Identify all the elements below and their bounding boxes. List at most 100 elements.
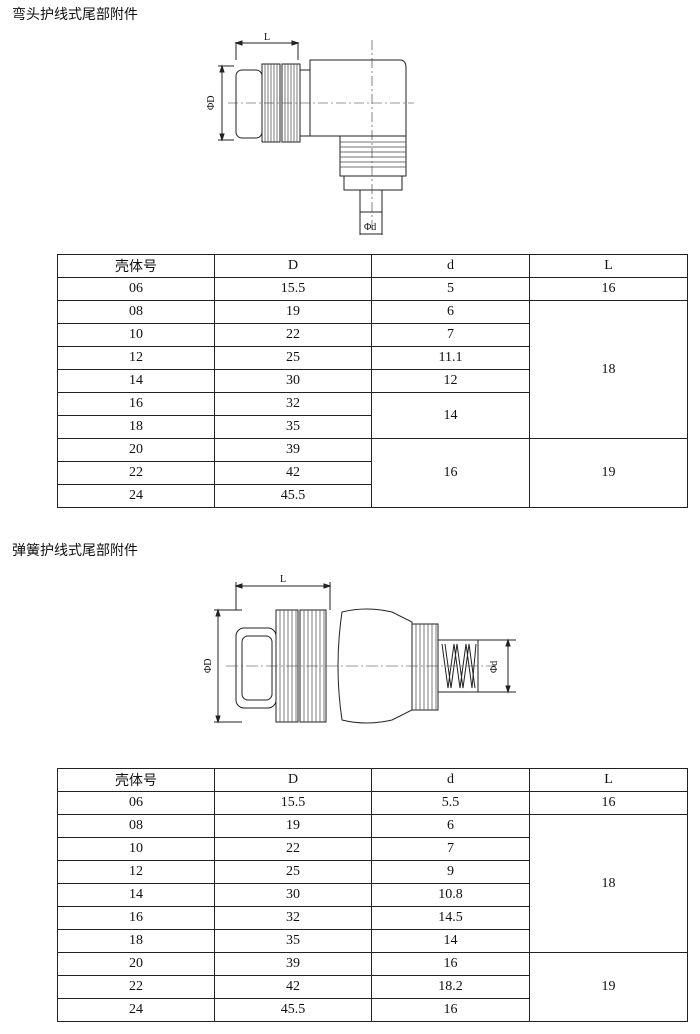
cell-shell: 24: [57, 484, 215, 508]
cell-d: 16: [371, 998, 530, 1022]
header-shell-size: 壳体号: [57, 254, 215, 278]
table-row: 14 30 10.8: [57, 883, 688, 907]
cell-d: 12: [371, 369, 530, 393]
cell-shell: 24: [57, 998, 215, 1022]
table-row: 22 42 18.2: [57, 975, 688, 999]
cell-D: 30: [214, 883, 372, 907]
cell-D: 25: [214, 860, 372, 884]
table-row: 06 15.5 5.5 16: [57, 791, 688, 815]
cell-d: 18.2: [371, 975, 530, 999]
cell-D: 30: [214, 369, 372, 393]
cell-L: 16: [529, 791, 688, 815]
cell-L: 19: [529, 952, 688, 1022]
cell-d: 14.5: [371, 906, 530, 930]
cell-shell: 16: [57, 392, 215, 416]
cell-D: 39: [214, 438, 372, 462]
dim-d-label: Φd: [489, 661, 500, 673]
cell-shell: 18: [57, 415, 215, 439]
table-row: 14 30 12: [57, 369, 688, 393]
table-row: 20 39 16 19: [57, 952, 688, 1022]
cell-d: 9: [371, 860, 530, 884]
cell-d: 14: [371, 392, 530, 439]
cell-shell: 20: [57, 438, 215, 462]
cell-D: 15.5: [214, 791, 372, 815]
cell-shell: 10: [57, 323, 215, 347]
cell-L: 18: [529, 814, 688, 953]
cell-d: 5: [371, 277, 530, 301]
table-header-row: 壳体号 D d L: [57, 768, 688, 792]
cell-d: 16: [371, 952, 530, 976]
dim-D-label: ΦD: [206, 95, 217, 110]
cell-shell: 18: [57, 929, 215, 953]
cell-shell: 16: [57, 906, 215, 930]
cell-D: 45.5: [214, 484, 372, 508]
cell-D: 32: [214, 392, 372, 416]
cell-shell: 20: [57, 952, 215, 976]
cell-shell: 08: [57, 814, 215, 838]
cell-D: 19: [214, 814, 372, 838]
cell-D: 25: [214, 346, 372, 370]
dim-L-label: L: [280, 574, 286, 585]
cell-D: 39: [214, 952, 372, 976]
header-d: d: [371, 768, 530, 792]
cell-d: 14: [371, 929, 530, 953]
section1-title: 弯头护线式尾部附件: [12, 7, 138, 23]
cell-shell: 14: [57, 883, 215, 907]
cell-d: 5.5: [371, 791, 530, 815]
cell-d: 6: [371, 300, 530, 324]
cell-d: 6: [371, 814, 530, 838]
table-row: 16 32 14: [57, 392, 688, 439]
cell-L: 18: [529, 300, 688, 439]
cell-shell: 06: [57, 791, 215, 815]
cell-shell: 10: [57, 837, 215, 861]
cell-D: 22: [214, 323, 372, 347]
cell-L: 16: [529, 277, 688, 301]
cell-d: 10.8: [371, 883, 530, 907]
header-L: L: [529, 254, 688, 278]
cell-shell: 12: [57, 860, 215, 884]
cell-shell: 22: [57, 461, 215, 485]
header-D: D: [214, 254, 372, 278]
cell-d: 7: [371, 323, 530, 347]
cell-shell: 14: [57, 369, 215, 393]
table-row: 20 39 16 19: [57, 438, 688, 508]
table-row: 18 35 14: [57, 929, 688, 953]
section1-spec-table: 壳体号 D d L 06 15.5 5 16 08 19 6 18 10 22 …: [57, 254, 688, 508]
cell-shell: 22: [57, 975, 215, 999]
table-row: 24 45.5 16: [57, 998, 688, 1022]
spring-connector-drawing: L ΦD Φd: [196, 570, 526, 735]
cell-shell: 08: [57, 300, 215, 324]
section2-title: 弹簧护线式尾部附件: [12, 543, 138, 559]
table-row: 06 15.5 5 16: [57, 277, 688, 301]
dim-L-label: L: [264, 32, 270, 43]
cell-d: 16: [371, 438, 530, 508]
cell-D: 32: [214, 906, 372, 930]
cell-D: 19: [214, 300, 372, 324]
header-L: L: [529, 768, 688, 792]
cell-D: 42: [214, 975, 372, 999]
table-row: 08 19 6 18: [57, 300, 688, 439]
cell-D: 35: [214, 929, 372, 953]
cell-L: 19: [529, 438, 688, 508]
section2-spec-table: 壳体号 D d L 06 15.5 5.5 16 08 19 6 18 10 2…: [57, 768, 688, 1022]
cell-d: 11.1: [371, 346, 530, 370]
dim-d-label: Φd: [364, 222, 376, 233]
header-shell-size: 壳体号: [57, 768, 215, 792]
cell-D: 42: [214, 461, 372, 485]
cell-shell: 06: [57, 277, 215, 301]
cell-D: 45.5: [214, 998, 372, 1022]
cell-D: 35: [214, 415, 372, 439]
cell-D: 15.5: [214, 277, 372, 301]
table-row: 10 22 7: [57, 837, 688, 861]
table-header-row: 壳体号 D d L: [57, 254, 688, 278]
header-D: D: [214, 768, 372, 792]
header-d: d: [371, 254, 530, 278]
table-row: 24 45.5: [57, 484, 688, 508]
dim-D-label: ΦD: [203, 658, 214, 673]
table-row: 08 19 6 18: [57, 814, 688, 953]
cell-shell: 12: [57, 346, 215, 370]
table-row: 22 42: [57, 461, 688, 485]
table-row: 12 25 11.1: [57, 346, 688, 370]
elbow-connector-drawing: L ΦD Φd: [200, 30, 430, 245]
cell-d: 7: [371, 837, 530, 861]
